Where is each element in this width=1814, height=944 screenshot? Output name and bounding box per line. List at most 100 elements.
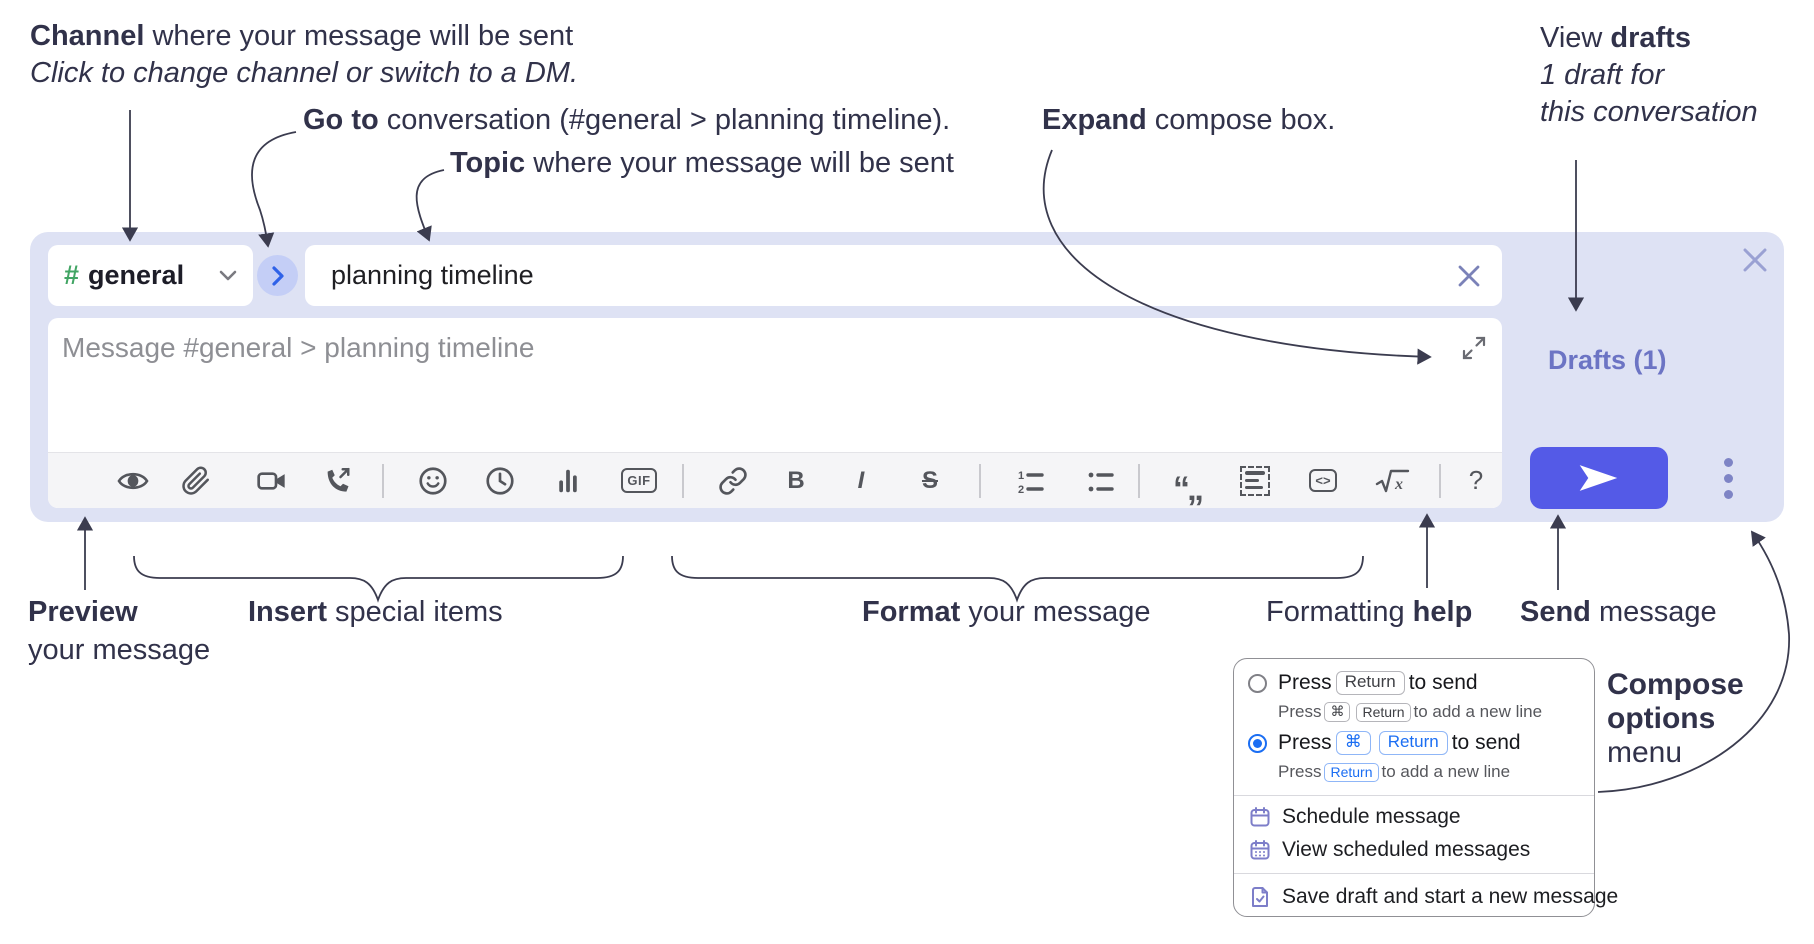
option-return-to-send[interactable]: Press Return to send (1248, 671, 1478, 695)
formatting-help-icon[interactable]: ? (1456, 461, 1496, 501)
strike-label: S (921, 466, 938, 494)
code-icon[interactable]: <> (1303, 461, 1343, 501)
topic-annotation-rest: where your message will be sent (525, 147, 954, 179)
return-keycap: Return (1324, 762, 1379, 782)
quote-label: “„ (1173, 469, 1204, 508)
toolbar-divider (979, 464, 981, 498)
drafts-link[interactable]: Drafts (1) (1548, 345, 1667, 375)
strikethrough-icon[interactable]: S (910, 461, 950, 501)
menu-item-label: View scheduled messages (1282, 838, 1531, 861)
topic-input[interactable]: planning timeline (305, 245, 1502, 306)
view-drafts-line2: 1 draft for (1540, 59, 1665, 91)
view-drafts-bold: drafts (1610, 22, 1691, 54)
view-drafts-line3: this conversation (1540, 96, 1758, 128)
channel-annotation: Channel where your message will be sent (30, 20, 573, 53)
formatting-help-pre: Formatting (1266, 596, 1413, 628)
format-annotation-bold: Format (862, 596, 961, 628)
message-input[interactable]: Message #general > planning timeline (48, 318, 1502, 508)
close-compose-button[interactable] (1737, 242, 1773, 278)
preview-annotation: Preview (28, 596, 138, 629)
send-annotation: Send message (1520, 596, 1717, 629)
italic-icon[interactable]: I (841, 461, 881, 501)
italic-label: I (857, 466, 865, 494)
text-snippet-icon[interactable] (1235, 461, 1275, 501)
goto-conversation-button[interactable] (257, 255, 298, 296)
format-annotation: Format your message (862, 596, 1151, 629)
topic-value: planning timeline (331, 260, 534, 290)
recent-clock-icon[interactable] (480, 461, 520, 501)
chevron-right-icon (271, 265, 284, 286)
link-icon[interactable] (713, 461, 753, 501)
bulleted-list-icon[interactable] (1081, 461, 1121, 501)
radio-unselected-icon[interactable] (1248, 673, 1267, 693)
toolbar-divider (382, 464, 384, 498)
insert-annotation-bold: Insert (248, 596, 327, 628)
svg-text:x: x (1394, 476, 1403, 493)
clear-topic-icon[interactable] (1456, 263, 1482, 289)
menu-item-save-draft[interactable]: Save draft and start a new message (1248, 885, 1618, 909)
menu-item-label: Schedule message (1282, 805, 1461, 828)
goto-annotation: Go to conversation (#general > planning … (303, 104, 950, 137)
option2-pre: Press (1278, 731, 1332, 754)
view-drafts-annotation: View drafts (1540, 22, 1691, 55)
goto-annotation-bold: Go to (303, 104, 379, 136)
cmd-keycap: ⌘ (1324, 702, 1351, 722)
option1-pre: Press (1278, 671, 1332, 694)
channel-hash-icon: # (64, 260, 80, 290)
expand-compose-icon[interactable] (1460, 334, 1488, 362)
channel-annotation-rest: where your message will be sent (144, 20, 574, 52)
chevron-down-icon (219, 270, 237, 281)
insert-annotation: Insert special items (248, 596, 503, 629)
blockquote-icon[interactable]: “„ (1167, 461, 1207, 508)
formula-icon[interactable]: x (1372, 461, 1412, 501)
option-cmd-return-to-send[interactable]: Press ⌘ Return to send (1248, 731, 1521, 755)
compose-options-button[interactable] (1722, 458, 1734, 506)
menu-item-label: Save draft and start a new message (1282, 885, 1619, 908)
send-button[interactable] (1530, 447, 1668, 509)
bold-label: B (787, 466, 805, 494)
bold-icon[interactable]: B (776, 461, 816, 501)
video-clip-icon[interactable] (252, 461, 292, 501)
draft-document-icon (1252, 887, 1268, 907)
emoji-icon[interactable] (413, 461, 453, 501)
menu-item-schedule-message[interactable]: Schedule message (1248, 805, 1461, 829)
expand-annotation: Expand compose box. (1042, 104, 1335, 137)
expand-annotation-bold: Expand (1042, 104, 1147, 136)
audio-call-icon[interactable] (317, 461, 357, 501)
preview-annotation-line2: your message (28, 634, 211, 666)
topic-annotation: Topic where your message will be sent (450, 147, 954, 180)
insert-annotation-rest: special items (326, 596, 503, 628)
gif-icon[interactable]: GIF (619, 461, 659, 501)
channel-name: general (88, 260, 185, 290)
calendar-icon (1250, 807, 1270, 827)
channel-annotation-line2: Click to change channel or switch to a D… (30, 57, 579, 89)
expand-annotation-rest: compose box. (1146, 104, 1336, 136)
goto-arrow (251, 131, 297, 248)
attach-file-icon[interactable] (176, 461, 216, 501)
preview-icon[interactable] (113, 461, 153, 501)
compose-options-annotation-line1: Compose (1607, 668, 1744, 701)
send-plane-icon (1579, 465, 1618, 491)
poll-chart-icon[interactable] (548, 461, 588, 501)
code-label: <> (1309, 469, 1337, 492)
return-keycap: Return (1378, 731, 1448, 755)
message-placeholder: Message #general > planning timeline (62, 332, 535, 363)
channel-selector-button[interactable]: # general (48, 245, 253, 306)
toolbar-divider (1439, 464, 1441, 498)
close-icon (1743, 248, 1767, 272)
insert-brace (133, 555, 624, 603)
toolbar-divider (682, 464, 684, 498)
goto-annotation-rest: conversation (#general > planning timeli… (378, 104, 951, 136)
option2-post: to send (1451, 731, 1521, 754)
compose-box: # general planning timeline Message #gen… (30, 232, 1784, 522)
format-brace (671, 555, 1364, 603)
radio-selected-icon[interactable] (1248, 733, 1267, 753)
menu-divider (1234, 795, 1594, 796)
menu-item-view-scheduled[interactable]: View scheduled messages (1248, 838, 1530, 862)
compose-options-menu: Press Return to send Press ⌘ Return to a… (1233, 658, 1618, 917)
topic-arrow (415, 169, 445, 242)
return-keycap: Return (1356, 702, 1411, 722)
calendar-dots-icon (1250, 840, 1270, 860)
